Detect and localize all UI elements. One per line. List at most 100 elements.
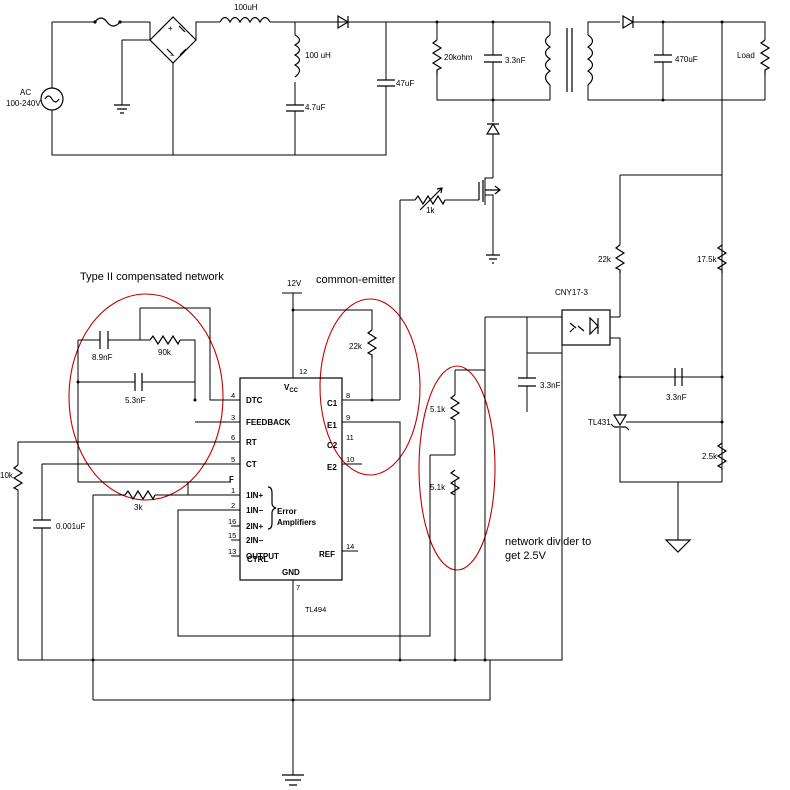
ground-icon xyxy=(486,254,500,264)
resistor-10k xyxy=(12,464,24,491)
resistor-3k-label: 3k xyxy=(134,503,143,512)
tl431-label: TL431 xyxy=(588,418,611,427)
capacitor-4u7 xyxy=(286,104,304,112)
annotation-type2-network: Type II compensated network xyxy=(80,271,224,283)
resistor-2k5 xyxy=(716,442,728,470)
highlight-common-emitter xyxy=(319,298,421,476)
ground-icon xyxy=(114,104,130,114)
resistor-5k1-bottom xyxy=(449,469,461,496)
capacitor-snubber-label: 3.3nF xyxy=(505,56,526,65)
resistor-load xyxy=(759,39,771,75)
capacitor-47uf-label: 47uF xyxy=(396,79,414,88)
pot-1k-label: 1k xyxy=(426,206,435,215)
ic-pin-name: E1 xyxy=(327,421,337,430)
ic-pin-name: C2 xyxy=(327,441,338,450)
highlight-type2-network xyxy=(68,293,224,501)
svg-text:+: + xyxy=(168,24,173,33)
transformer-secondary xyxy=(586,34,594,86)
capacitor-47uf xyxy=(377,79,395,87)
capacitor-3n3-mid-label: 3.3nF xyxy=(540,381,561,390)
bridge-rectifier: + − xyxy=(114,16,220,155)
ic-pin-number: 16 xyxy=(228,517,236,526)
resistor-22k-opto-label: 22k xyxy=(598,255,612,264)
ic-body xyxy=(239,377,343,581)
ic-pin-name: FEEDBACK xyxy=(246,418,291,427)
inductor-100uh xyxy=(219,16,271,24)
annotation-common-emitter: common-emitter xyxy=(316,274,396,286)
resistor-5k1-top xyxy=(449,394,461,421)
mosfet-section: 1k xyxy=(399,177,501,400)
ac-source-label: AC xyxy=(20,88,31,97)
ic-pin-number: 2 xyxy=(231,501,235,510)
highlight-divider-network xyxy=(418,365,496,571)
ic-pin-name: E2 xyxy=(327,463,337,472)
ic-error-amp-label-2: Amplifiers xyxy=(277,518,317,527)
tl494-ic: VCC 12 GND 7 TL494 4DTC3FEEDBACK6RT5CT11… xyxy=(228,367,354,614)
ac-source-range: 100-240V xyxy=(6,99,41,108)
ic-pin-name: CT xyxy=(246,460,257,469)
ic-pin-number: 1 xyxy=(231,486,235,495)
capacitor-0u001 xyxy=(33,519,51,529)
ic-pin-number: 8 xyxy=(346,391,350,400)
ic-output-ctrl-2: CTRL xyxy=(247,555,268,564)
annotation-divider: network divider to get 2.5V xyxy=(505,536,594,562)
ic-vcc-label: VCC xyxy=(284,383,299,394)
ic-gnd-pin: 7 xyxy=(296,583,300,592)
resistor-5k1-bottom-label: 5.1k xyxy=(430,483,446,492)
ic-pin-name: DTC xyxy=(246,396,263,405)
optocoupler-label: CNY17-3 xyxy=(555,288,588,297)
capacitor-3n3-right xyxy=(674,368,683,386)
inductor-100uh-label: 100uH xyxy=(234,3,258,12)
resistor-17k5-label: 17.5k xyxy=(697,255,718,264)
capacitor-5n3 xyxy=(134,373,143,391)
transformer-primary xyxy=(544,34,552,86)
ic-pin-number: 5 xyxy=(231,455,235,464)
ic-pin-number: 10 xyxy=(346,455,354,464)
ic-vcc-pin: 12 xyxy=(299,367,307,376)
capacitor-8n9-label: 8.9nF xyxy=(92,353,113,362)
resistor-90k xyxy=(149,334,181,346)
ic-pin-number: 6 xyxy=(231,433,235,442)
ground-icon xyxy=(664,539,692,553)
resistor-22k-ce-label: 22k xyxy=(349,342,363,351)
transformer-core xyxy=(566,28,573,92)
ic-pin-name: 2IN− xyxy=(246,536,263,545)
mosfet-gate xyxy=(478,180,484,202)
resistor-22k-opto xyxy=(614,244,626,273)
capacitor-8n9 xyxy=(99,331,109,349)
resistor-20kohm xyxy=(431,39,443,75)
load-label: Load xyxy=(737,51,755,60)
ic-pin-number: 13 xyxy=(228,547,236,556)
ic-error-amp-label: Error xyxy=(277,507,297,516)
resistor-2k5-label: 2.5k xyxy=(702,452,718,461)
ic-pin-name: 1IN− xyxy=(246,506,263,515)
capacitor-5n3-label: 5.3nF xyxy=(125,396,146,405)
snubber-transformer: 20kohm 3.3nF 470uF Load xyxy=(431,14,771,467)
ic-pin-number: 9 xyxy=(346,413,350,422)
diode-snubber xyxy=(485,122,501,135)
resistor-3k xyxy=(124,489,156,501)
ic-pin-number: 3 xyxy=(231,413,235,422)
ac-input-section: AC 100-240V + − 100uH 100 uH 4.7uF 47uF xyxy=(6,3,550,156)
ic-pin-name: 1IN+ xyxy=(246,491,263,500)
capacitor-470uf xyxy=(654,54,672,63)
resistor-5k1-top-label: 5.1k xyxy=(430,405,446,414)
svg-text:−: − xyxy=(170,51,175,60)
ic-pin-name: 2IN+ xyxy=(246,522,263,531)
ic-pin-name: RT xyxy=(246,438,257,447)
ic-name-label: TL494 xyxy=(305,605,326,614)
ic-gnd-label: GND xyxy=(282,568,300,577)
optocoupler-cny17-3 xyxy=(561,309,611,346)
resistor-17k5 xyxy=(716,244,728,273)
vcc-12v-label: 12V xyxy=(287,279,302,288)
diode-output xyxy=(622,14,635,30)
ic-pin-name: REF xyxy=(319,550,335,559)
ground-icon xyxy=(282,774,304,786)
ic-pin-number: 4 xyxy=(231,391,235,400)
ic-pin-number: 15 xyxy=(228,531,236,540)
inductor-vertical-label: 100 uH xyxy=(305,51,331,60)
ic-pin-name: OUTPUT xyxy=(246,552,279,561)
capacitor-3n3-snubber xyxy=(484,54,502,63)
ic-pin-number: 11 xyxy=(346,433,354,442)
